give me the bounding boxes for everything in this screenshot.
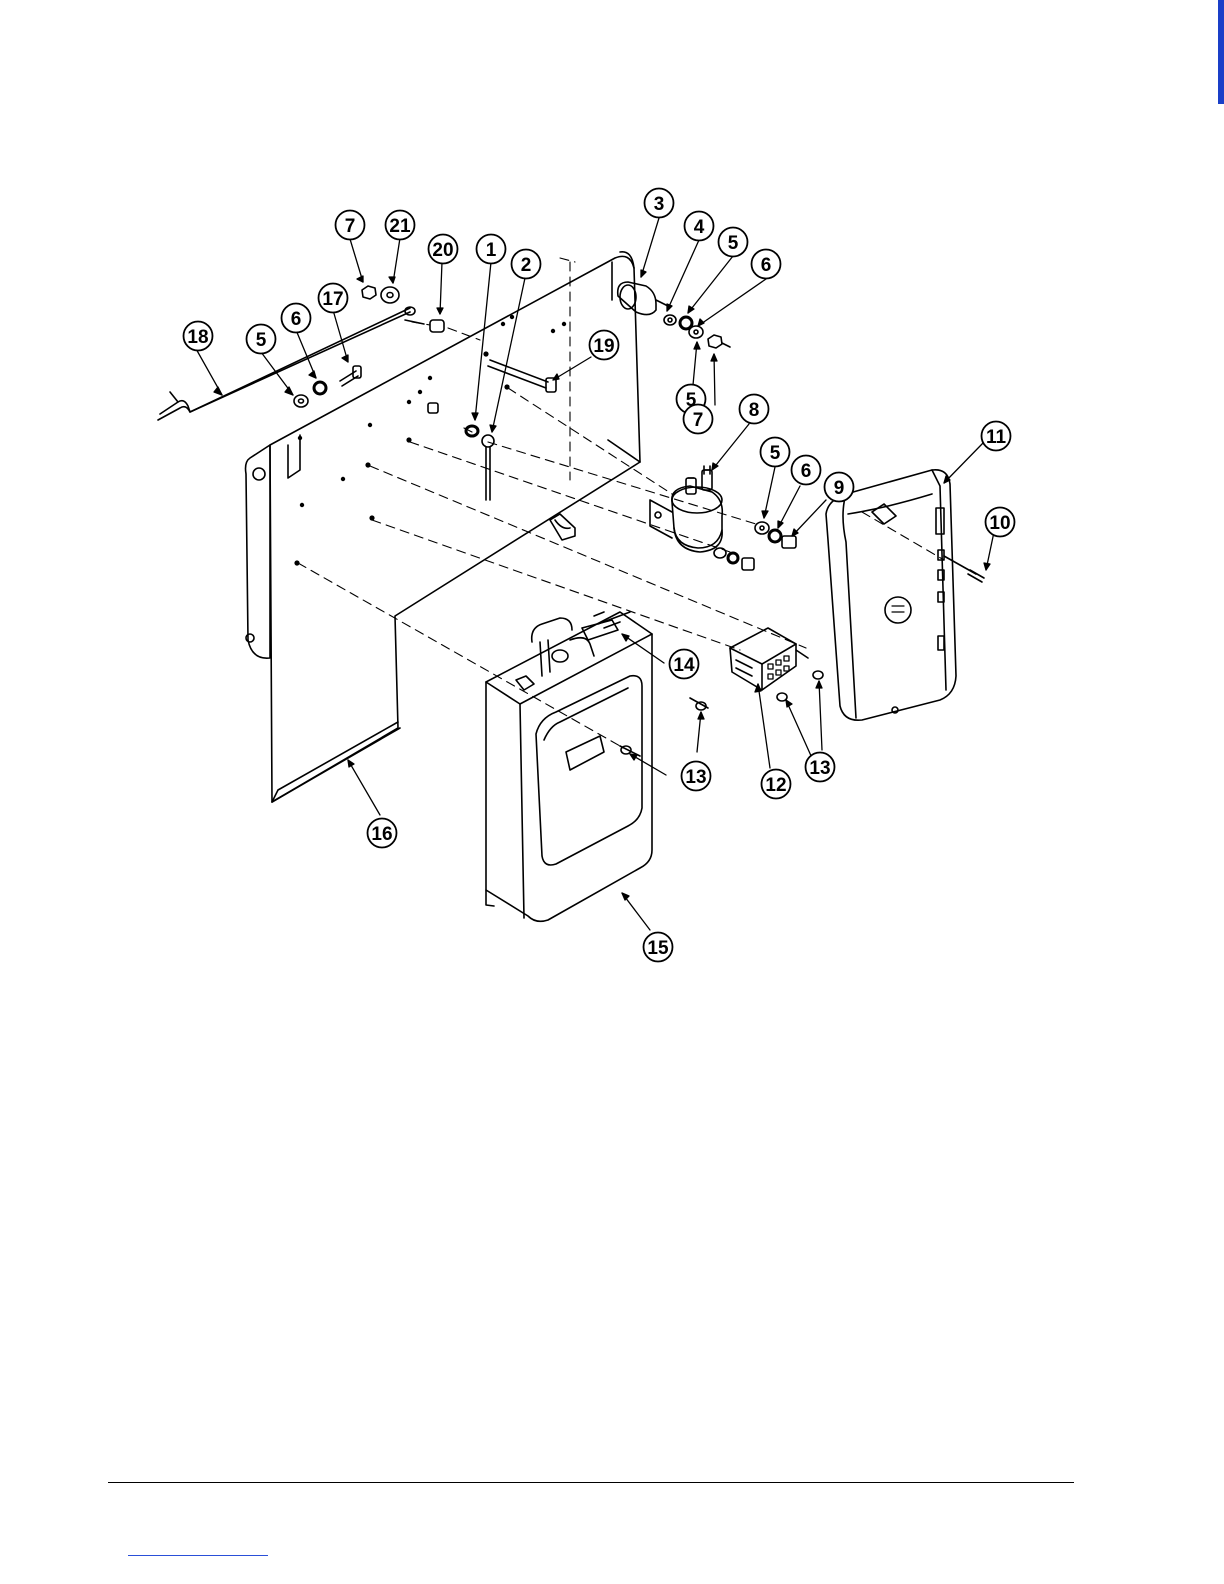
callout-c14: 14 [670,650,699,679]
callout-label: 4 [694,217,705,238]
callout-c1: 1 [477,235,506,264]
plate-holes [294,315,566,566]
callout-label: 13 [809,758,830,779]
callout-label: 15 [647,938,669,959]
bolt-19 [488,360,556,392]
callout-c16: 16 [368,819,397,848]
footer-rule [108,1482,1074,1483]
callout-c5a: 5 [247,325,276,354]
assembly-dash-lines [298,258,944,746]
callout-label: 20 [432,240,453,261]
callout-label: 14 [673,655,695,676]
relay [730,628,823,701]
callout-label: 7 [345,216,356,237]
callout-c13b: 13 [806,753,835,782]
callout-label: 5 [728,233,739,254]
callout-label: 7 [693,410,704,431]
callout-c17: 17 [319,284,348,313]
callout-label: 10 [989,513,1010,534]
callout-label: 9 [834,478,845,499]
callout-c6c: 6 [792,456,821,485]
callout-c9: 9 [825,473,854,502]
callout-label: 2 [521,255,532,276]
callout-c19: 19 [590,331,619,360]
callout-c5d: 5 [761,438,790,467]
callout-c3: 3 [645,189,674,218]
callout-c15: 15 [644,933,673,962]
callout-c2: 2 [512,250,541,279]
callout-c6a: 6 [282,304,311,333]
callout-label: 16 [371,824,392,845]
callout-label: 13 [685,767,706,788]
callout-c18: 18 [184,322,213,351]
callout-c21: 21 [386,211,415,240]
callout-label: 8 [749,400,760,421]
callout-c11: 11 [982,422,1011,451]
callout-label: 19 [593,336,614,357]
callout-c7b: 7 [684,405,713,434]
cable-clip [550,514,575,540]
callout-label: 17 [322,289,343,310]
callout-c8: 8 [740,395,769,424]
screws-13 [620,698,708,756]
callout-c4: 4 [685,212,714,241]
controller [826,470,984,720]
leader-lines [195,218,994,930]
callout-c13a: 13 [682,762,711,791]
callout-label: 1 [486,240,497,261]
charger-box [486,612,652,921]
callout-c10: 10 [986,508,1015,537]
washer-stack-9 [755,522,796,548]
callout-label: 5 [256,330,267,351]
callout-label: 6 [291,309,302,330]
callout-label: 11 [986,427,1007,448]
callout-label: 3 [654,194,665,215]
callout-c12: 12 [762,770,791,799]
footer-link-underline [128,1555,268,1556]
callout-c5b: 5 [719,228,748,257]
callout-c20: 20 [429,235,458,264]
callout-c7a: 7 [336,211,365,240]
callout-label: 18 [187,327,208,348]
callout-label: 6 [761,255,772,276]
solenoid [650,466,754,570]
callout-label: 12 [765,775,786,796]
mounting-plate [246,252,641,802]
callout-label: 21 [389,216,411,237]
callout-label: 5 [770,443,781,464]
callout-label: 6 [801,461,812,482]
callout-c6b: 6 [752,250,781,279]
